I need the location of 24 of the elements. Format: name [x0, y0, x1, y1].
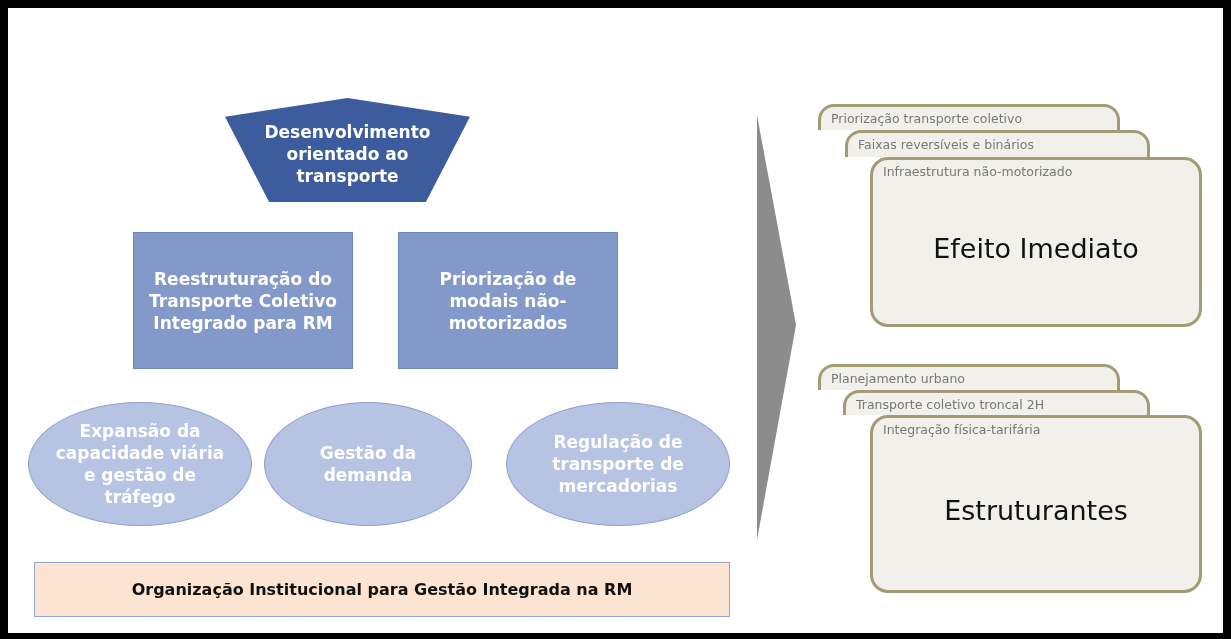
card	[870, 157, 1202, 327]
rectangle-box	[133, 232, 353, 369]
node-text: Expansão da capacidade viária e gestão de tráfego	[54, 420, 226, 508]
card-title: Priorização transporte coletivo	[831, 111, 1023, 126]
card-title: Integração física-tarifária	[883, 422, 1041, 437]
card	[818, 104, 1120, 130]
rectangle-box	[398, 232, 618, 369]
card	[843, 390, 1150, 415]
card	[870, 415, 1202, 593]
card-title: Faixas reversíveis e binários	[858, 137, 1034, 152]
node-text: Regulação de transporte de mercadorias	[551, 431, 685, 497]
banner-box	[34, 562, 730, 617]
card	[818, 364, 1120, 390]
card-heading: Efeito Imediato	[932, 232, 1140, 264]
node-text: Gestão da demanda	[318, 442, 418, 486]
node-text: Organização Institucional para Gestão Integrada na RM	[131, 578, 633, 601]
node-text: Reestruturação do Transporte Coletivo Integrado para RM	[148, 267, 338, 334]
card-title: Transporte coletivo troncal 2H	[856, 397, 1045, 412]
node-text: Priorização de modais não-motorizados	[438, 267, 578, 334]
card-title: Infraestrutura não-motorizado	[883, 164, 1073, 179]
node-text: Desenvolvimento orientado ao transporte	[263, 121, 432, 187]
card-title: Planejamento urbano	[831, 371, 965, 386]
card	[845, 130, 1150, 157]
card-heading: Estruturantes	[943, 494, 1129, 526]
